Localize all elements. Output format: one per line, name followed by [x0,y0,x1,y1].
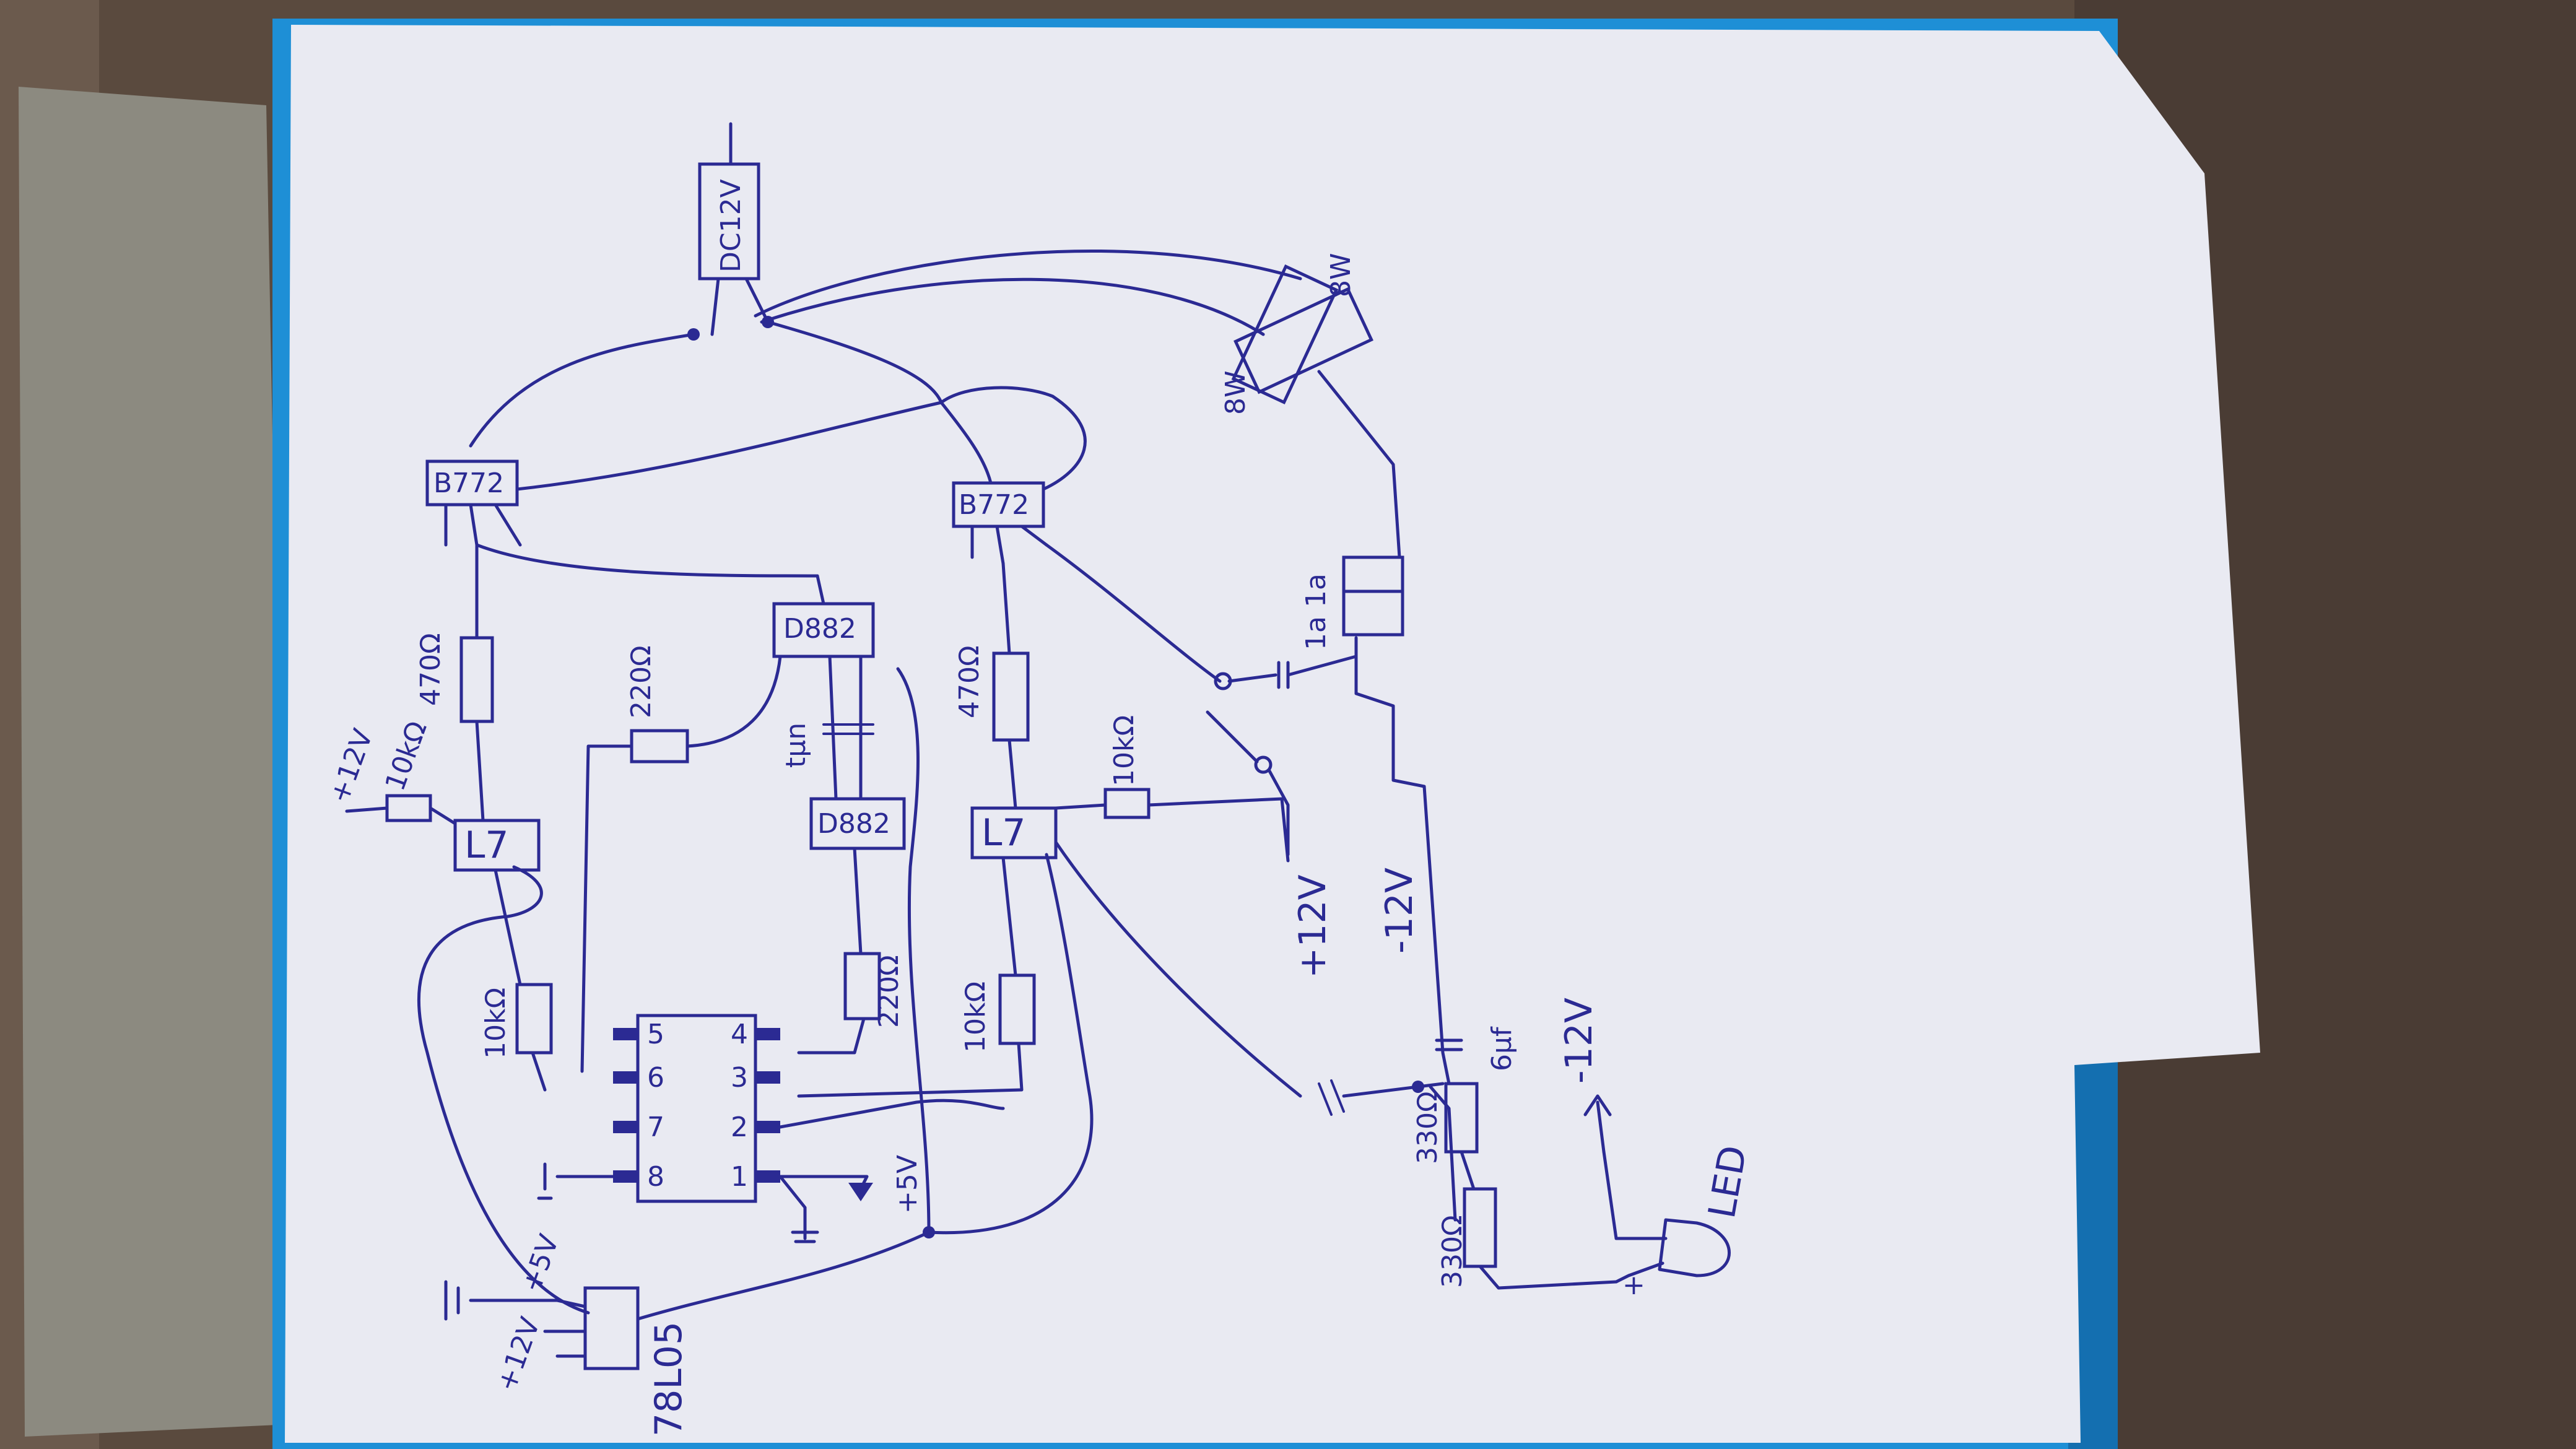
svg-text:220Ω: 220Ω [625,645,657,718]
resistor-10k-right-top: 10kΩ [1103,715,1151,819]
lamp-b-label: 8W [1325,253,1357,298]
svg-text:1a 1a: 1a 1a [1300,573,1332,650]
cap-small-label: tμn [780,723,812,768]
lamp-8w-b: 8W [1234,253,1373,394]
paper-sheet [285,25,2260,1443]
l7-right-label: L7 [981,811,1026,855]
svg-text:470Ω: 470Ω [954,645,985,718]
pin-3: 3 [731,1062,748,1094]
svg-text:10kΩ: 10kΩ [1108,715,1140,786]
svg-text:330Ω: 330Ω [1412,1091,1443,1164]
svg-text:10kΩ: 10kΩ [480,988,511,1059]
d882-top-label: D882 [783,613,856,645]
minus12-bottom: -12V [1557,998,1601,1084]
d882-bottom-label: D882 [817,808,890,840]
resistor-330-b: 330Ω [1437,1187,1497,1288]
pin-6: 6 [647,1062,664,1094]
transistor-d882-bottom: D882 [809,797,906,850]
reg-78l05-label: 78L05 [647,1321,690,1437]
transistor-b772-left: B772 [425,459,522,547]
pin-5: 5 [647,1019,664,1050]
lamp-a-label: 8W [1220,371,1251,416]
pin-2: 2 [731,1112,748,1143]
pin-8: 8 [647,1161,664,1193]
pin-1: 1 [731,1161,748,1193]
svg-text:220Ω: 220Ω [873,955,905,1028]
resistor-220-bottom: 220Ω [843,952,905,1028]
minus12-mid: -12V [1378,868,1421,954]
b772-right-label: B772 [959,489,1029,521]
relay-dc12v: DC12V [698,122,770,336]
plus5-ic: +5V [892,1155,923,1214]
resistor-330-a: 330Ω [1412,1082,1479,1164]
regulator-78l05: 78L05 [543,1286,690,1437]
cardboard-box [19,87,291,1437]
svg-text:10kΩ: 10kΩ [960,981,991,1053]
l7-left-label: L7 [464,824,509,867]
cap-6uf: 6μf [1486,1026,1518,1071]
b772-left-label: B772 [433,468,504,499]
plus-led: + [1622,1269,1645,1301]
svg-text:470Ω: 470Ω [415,633,446,706]
speaker-1a: 1a 1a [1300,555,1404,650]
pin-7: 7 [647,1112,664,1143]
transistor-d882-top: D882 [772,574,875,658]
pin-4: 4 [731,1019,748,1050]
relay-label: DC12V [715,179,747,272]
plus12-mid: +12V [1291,874,1334,978]
ic-8pin: 5 6 7 8 4 3 2 1 [613,1014,780,1203]
transistor-b772-right: B772 [952,481,1048,565]
svg-text:330Ω: 330Ω [1437,1215,1468,1288]
